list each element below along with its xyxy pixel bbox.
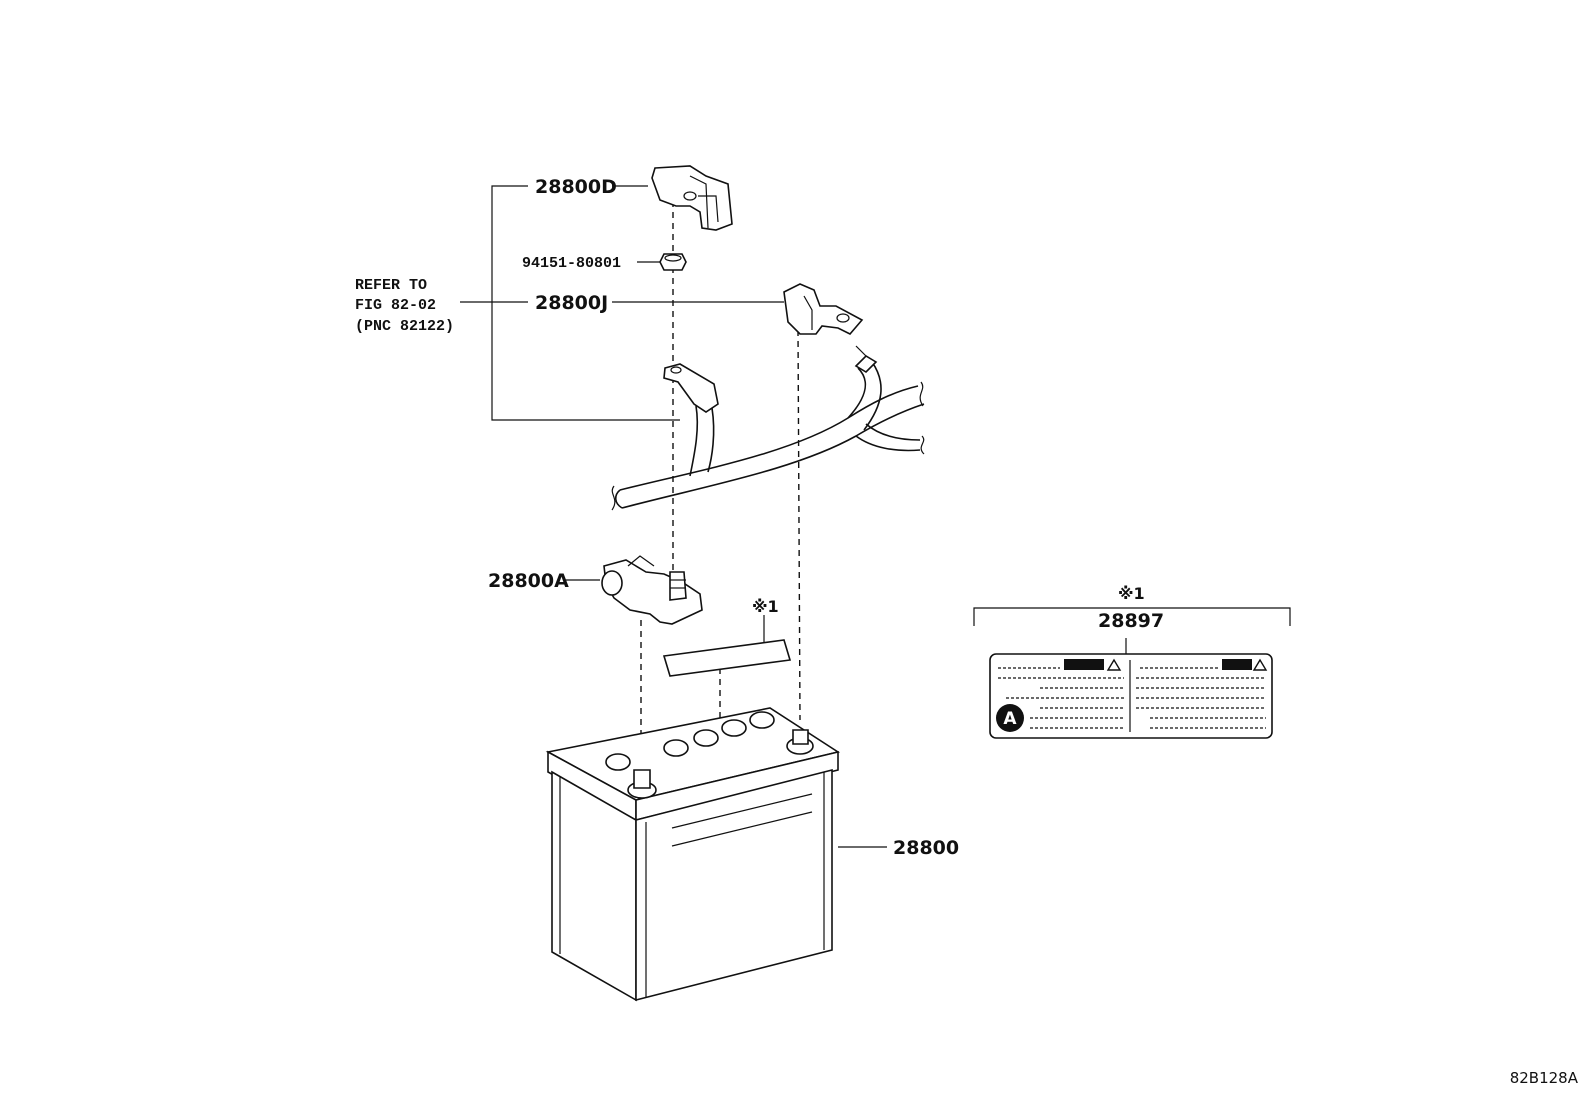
warning-triangle-icon-right	[1252, 658, 1268, 671]
callout-28800: 28800	[893, 837, 959, 859]
warning-label-card: A	[989, 653, 1273, 739]
battery-posts	[627, 729, 814, 799]
badge-letter: A	[1003, 709, 1017, 729]
callout-28897: 28897	[1098, 610, 1164, 632]
label-strip	[662, 615, 792, 677]
battery-vent-caps	[605, 711, 775, 771]
reference-note-line-2: FIG 82-02	[355, 297, 436, 314]
battery-part	[545, 707, 841, 1002]
note-mark-1: ※1	[752, 597, 779, 616]
note-mark-1-label: ※1	[1118, 584, 1145, 603]
callout-28800A: 28800A	[488, 570, 569, 592]
reference-bracket	[460, 185, 680, 421]
clamp-positive-part	[601, 555, 703, 625]
reference-note-line-3: (PNC 82122)	[355, 318, 454, 335]
callout-94151-80801: 94151-80801	[522, 255, 621, 272]
clamp-negative-part	[783, 283, 864, 335]
nut-part	[659, 253, 687, 271]
badge-a-icon	[996, 704, 1024, 732]
callout-28800J: 28800J	[535, 292, 608, 314]
warning-triangle-icon	[1106, 658, 1122, 671]
cable-harness	[611, 345, 925, 511]
callout-28800D: 28800D	[535, 176, 617, 198]
assembly-dash-lines	[640, 190, 801, 770]
reference-note-line-1: REFER TO	[355, 277, 427, 294]
warning-label-bracket	[973, 607, 1291, 654]
terminal-cover-part	[651, 165, 733, 231]
figure-code: 82B128A	[1509, 1069, 1578, 1087]
